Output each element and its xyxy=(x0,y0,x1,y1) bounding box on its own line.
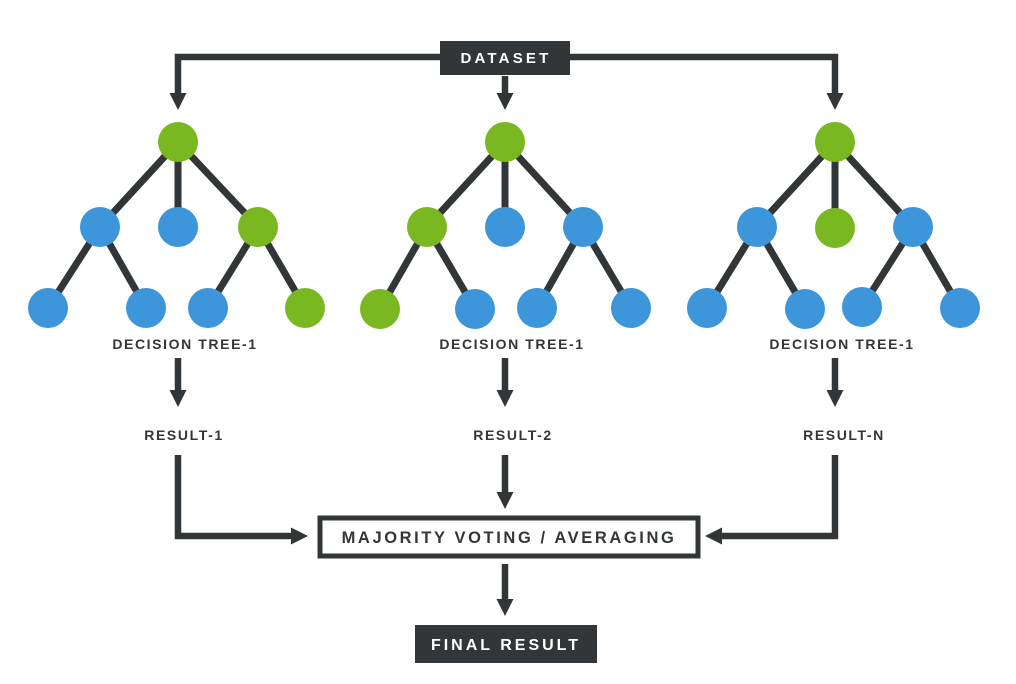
tree-1-node-0-green xyxy=(158,122,198,162)
result-n-label: RESULT-N xyxy=(803,427,885,443)
decision-tree-2-label: DECISION TREE-1 xyxy=(439,336,584,352)
tree-1-node-6-blue xyxy=(188,288,228,328)
tree-3-node-0-green xyxy=(815,122,855,162)
majority-voting-box xyxy=(317,515,701,559)
tree-3-node-1-blue xyxy=(737,207,777,247)
tree-2-node-0-green xyxy=(485,122,525,162)
tree-1-node-3-green xyxy=(238,207,278,247)
tree-2-node-7-blue xyxy=(611,288,651,328)
tree-2-node-2-blue xyxy=(485,207,525,247)
tree-3-node-4-blue xyxy=(687,288,727,328)
connector-dataset-to-tree-3 xyxy=(570,53,844,110)
tree-3-node-3-blue xyxy=(893,207,933,247)
connector-result-n-to-majority xyxy=(705,455,839,545)
tree-1-node-5-blue xyxy=(126,288,166,328)
tree-1-node-1-blue xyxy=(80,207,120,247)
decision-tree-2 xyxy=(360,122,651,329)
trees-layer xyxy=(28,122,980,329)
majority-voting-label: MAJORITY VOTING / AVERAGING xyxy=(342,529,677,547)
result-2-label: RESULT-2 xyxy=(473,427,552,443)
tree-1-node-7-green xyxy=(285,288,325,328)
tree-2-node-6-blue xyxy=(517,288,557,328)
dataset-label: DATASET xyxy=(460,50,551,67)
connector-result-1-to-majority xyxy=(174,455,308,545)
decision-tree-1-label: DECISION TREE-1 xyxy=(112,336,257,352)
final-result-label: FINAL RESULT xyxy=(431,637,581,654)
connector-dataset-to-tree-1 xyxy=(169,53,440,110)
tree-3-node-2-green xyxy=(815,208,855,248)
tree-2-node-1-green xyxy=(407,207,447,247)
tree-2-node-5-blue xyxy=(455,289,495,329)
tree-3-node-7-blue xyxy=(940,288,980,328)
decision-tree-3 xyxy=(687,122,980,329)
dataset-box xyxy=(440,41,570,75)
tree-1-node-2-blue xyxy=(158,207,198,247)
tree-1-node-4-blue xyxy=(28,288,68,328)
tree-3-node-5-blue xyxy=(785,289,825,329)
decision-tree-3-label: DECISION TREE-1 xyxy=(769,336,914,352)
tree-2-node-4-green xyxy=(360,289,400,329)
tree-2-node-3-blue xyxy=(563,207,603,247)
tree-3-node-6-blue xyxy=(842,287,882,327)
decision-tree-1 xyxy=(28,122,325,328)
result-1-label: RESULT-1 xyxy=(144,427,223,443)
final-result-box xyxy=(415,625,597,663)
